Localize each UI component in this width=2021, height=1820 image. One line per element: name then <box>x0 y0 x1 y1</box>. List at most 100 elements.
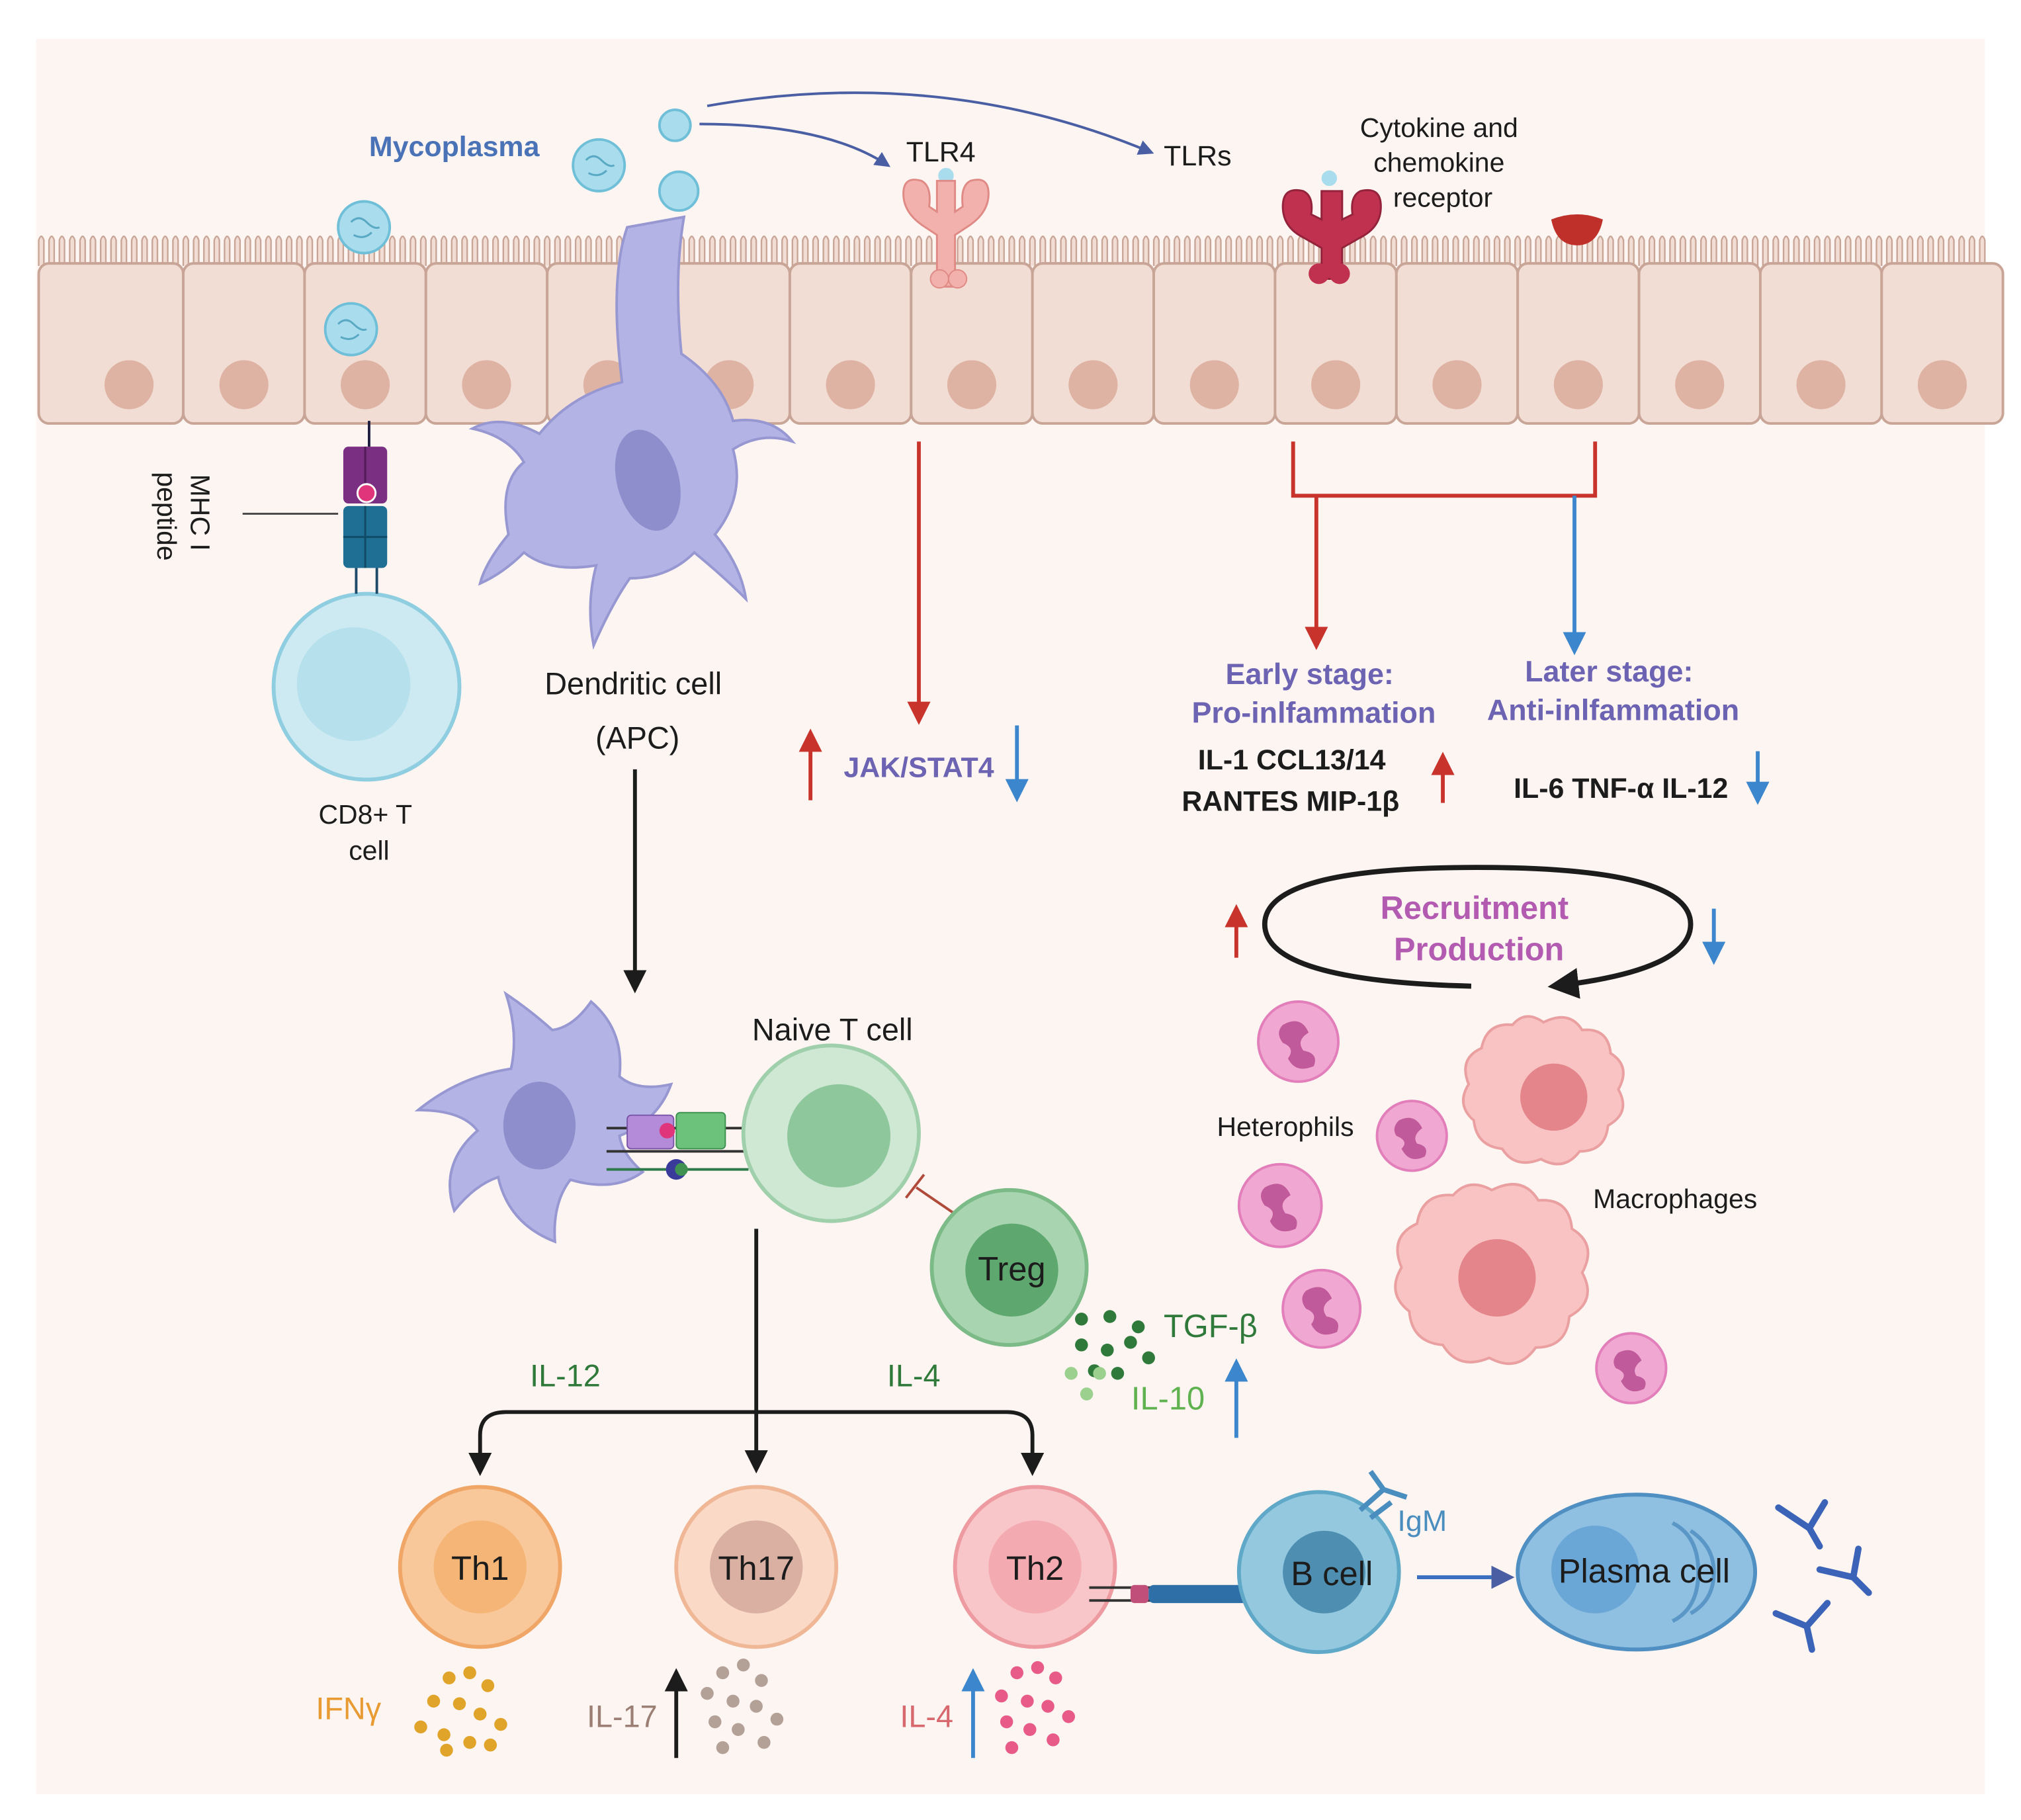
cytokine-dot <box>1131 1320 1145 1334</box>
cytokine-dot <box>1075 1313 1088 1326</box>
cytokine-dot <box>1000 1715 1013 1729</box>
cytokine-dot <box>732 1723 745 1737</box>
mycoplasma-particle <box>658 170 700 212</box>
epithelial-cell <box>1637 262 1762 425</box>
mhc-label: MHC I peptide <box>151 472 216 560</box>
heterophil-cell <box>1237 1162 1323 1248</box>
mhc-i-peptide-complex-icon <box>242 421 388 594</box>
early-cytokines-label: IL-1 CCL13/14 RANTES MIP-1β <box>1182 744 1399 817</box>
mycoplasma-particle <box>337 200 392 255</box>
cytokine-dot <box>1041 1700 1054 1713</box>
heterophil-cell <box>1375 1100 1448 1172</box>
cytokine-dot <box>1021 1694 1034 1708</box>
later-stage-label: Later stage: Anti-inlfammation <box>1487 654 1739 727</box>
treg-cell <box>929 1188 1089 1347</box>
cytokine-dot <box>995 1689 1008 1703</box>
cytokine-dot <box>750 1700 763 1713</box>
macrophages <box>1394 1015 1625 1365</box>
b-cell-label: B cell <box>1291 1555 1373 1592</box>
epithelial-cell <box>182 262 306 425</box>
mycoplasma-particle <box>572 138 626 193</box>
cycle-loop-arrow <box>1262 865 1694 999</box>
cytokine-dot <box>484 1738 497 1752</box>
il4-branch-label: IL-4 <box>887 1358 941 1393</box>
mycoplasma-particles <box>323 108 700 357</box>
cytokine-dot <box>1010 1666 1024 1680</box>
cytokine-dot <box>473 1708 487 1721</box>
cytokine-dot <box>1023 1723 1037 1737</box>
epithelial-cell <box>1031 262 1155 425</box>
cytokine-dot <box>463 1736 476 1749</box>
epithelial-cell <box>1758 262 1883 425</box>
macrophage-cell <box>1394 1183 1590 1365</box>
cytokine-dot <box>1111 1367 1125 1380</box>
th2-cell <box>953 1485 1117 1649</box>
cycle-label: Recruitment Production <box>1381 890 1578 967</box>
epithelial-cell <box>1880 262 2004 425</box>
ligand-icon <box>1551 214 1603 245</box>
arrow-to-tlrs <box>707 91 1154 155</box>
epithelial-cell <box>788 262 913 425</box>
cytokine-dot <box>1031 1661 1045 1674</box>
antigen-presenting-cell <box>414 990 673 1244</box>
differentiation-arrows <box>468 1229 1045 1477</box>
cytokine-dot <box>701 1686 714 1700</box>
cytokine-dot <box>1062 1710 1076 1723</box>
tlr4-receptor-icon <box>902 167 990 289</box>
tlrs-label: TLRs <box>1164 140 1232 172</box>
th2-label: Th2 <box>1006 1549 1064 1587</box>
cytokine-dot <box>1075 1338 1088 1352</box>
cytokine-receptor-label: Cytokine and chemokine receptor <box>1360 112 1526 212</box>
cytokine-dot <box>440 1743 453 1757</box>
epithelial-layer <box>37 235 2004 425</box>
cytokine-dot <box>716 1741 730 1755</box>
b-cell <box>1236 1490 1401 1655</box>
heterophils-label: Heterophils <box>1217 1111 1354 1142</box>
cytokine-dot <box>726 1694 740 1708</box>
mycoplasma-particle <box>323 302 378 357</box>
cytokine-dot <box>709 1715 722 1729</box>
cytokine-dot <box>1142 1351 1155 1365</box>
il4-out-label: IL-4 <box>900 1699 953 1733</box>
cytokine-dot <box>1101 1343 1114 1357</box>
cytokine-dot <box>770 1712 784 1726</box>
mycoplasma-label: Mycoplasma <box>369 131 540 163</box>
cytokine-dot <box>1124 1336 1137 1349</box>
cytokine-dot <box>452 1697 466 1711</box>
cytokine-dot <box>414 1720 427 1734</box>
il12-label: IL-12 <box>530 1358 601 1393</box>
epithelial-cell <box>1273 262 1398 425</box>
secreted-antibodies-icon <box>1772 1499 1872 1653</box>
dendritic-cell-label: Dendritic cell (APC) <box>544 667 730 756</box>
ifng-label: IFNγ <box>316 1692 381 1726</box>
igm-label: IgM <box>1397 1504 1447 1538</box>
treg-secreted-cytokines <box>1064 1310 1155 1401</box>
cytokine-dot <box>1103 1310 1117 1323</box>
cytokine-dot <box>1049 1671 1062 1684</box>
cytokine-dot <box>716 1666 730 1680</box>
th-secreted-cytokines <box>414 1658 1076 1757</box>
cytokine-dot <box>1093 1367 1106 1380</box>
early-stage-label: Early stage: Pro-inlfammation <box>1192 657 1436 730</box>
heterophils <box>1237 1000 1668 1405</box>
cytokine-dot <box>736 1658 750 1672</box>
cytokine-receptor-icon <box>1281 170 1382 284</box>
epithelial-cell <box>1516 262 1641 425</box>
cytokine-dot <box>1064 1367 1078 1380</box>
treg-label: Treg <box>978 1250 1045 1287</box>
cytokine-dot <box>1005 1741 1019 1755</box>
cytokine-dot <box>443 1671 456 1684</box>
epithelial-cell <box>910 262 1034 425</box>
macrophage-cell <box>1462 1015 1625 1166</box>
epithelial-cell <box>1395 262 1520 425</box>
dendritic-cell <box>468 215 796 650</box>
th1-label: Th1 <box>451 1549 509 1587</box>
epithelial-cell <box>1152 262 1277 425</box>
mycoplasma-particle <box>658 108 692 142</box>
cytokine-dot <box>755 1674 768 1687</box>
th17-cell <box>674 1485 839 1649</box>
epithelial-cell <box>424 262 549 425</box>
naive-t-cell-label: Naive T cell <box>752 1013 913 1047</box>
cd8-label: CD8+ T cell <box>318 799 419 866</box>
